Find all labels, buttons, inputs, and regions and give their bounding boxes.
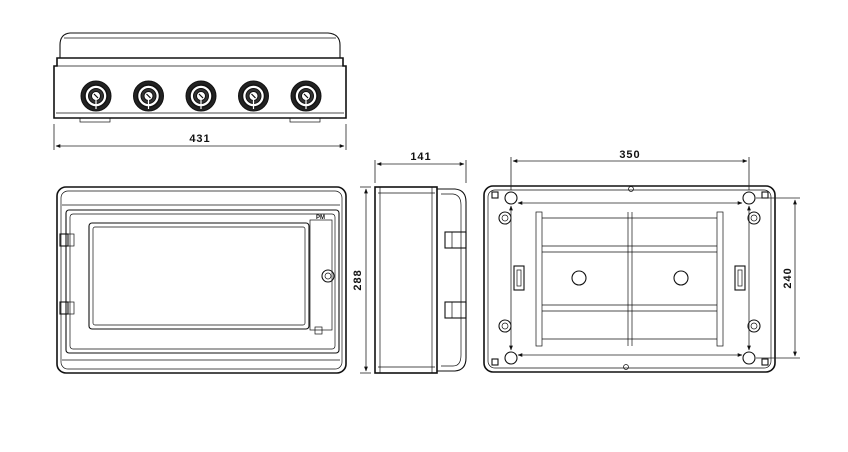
top-view-lid [59,32,341,59]
door-lock-icon [321,269,335,283]
front-door-handle-strip [309,219,333,331]
front-window [88,222,310,330]
corner-foot-icon [761,358,769,366]
width-dimension-label: 431 [189,133,210,145]
cable-glands [80,80,322,112]
side-hinge-icon [444,301,467,319]
side-hinge-icon [444,231,467,249]
front-door [65,209,340,354]
screw-boss-icon [750,214,758,222]
center-notch-icon [628,186,634,192]
corner-foot-icon [491,191,499,199]
side-view: 141 288 [352,151,467,374]
seal-square-icon [314,326,323,335]
knockout-hole-icon [571,270,587,286]
rail-post [716,211,724,347]
front-window-inset [92,226,306,326]
rail-post [535,211,543,347]
mounting-hole-icon [742,351,756,365]
screw-boss-icon [498,211,512,225]
top-view: 431 [53,32,347,150]
side-bracket-icon [513,265,525,291]
front-view-badge: PM [316,215,325,221]
hole-spacing-label: 350 [619,149,640,161]
side-bracket-icon [734,265,746,291]
side-bracket-icon [516,269,522,287]
screw-boss-icon [750,322,758,330]
side-view-door [437,188,467,372]
cable-gland-icon [80,80,112,112]
cable-gland-icon [133,80,164,112]
back-view: 350 240 [483,149,800,373]
top-view-foot [289,117,321,123]
height-dimension-label: 288 [352,269,364,290]
center-notch-icon [623,364,629,370]
screw-boss-icon [747,319,761,333]
side-view-body [374,186,438,374]
mounting-hole-icon [742,191,756,205]
cable-gland-icon [238,80,269,112]
top-view-foot [79,117,111,123]
hinge-icon [67,233,75,247]
screw-boss-icon [501,322,509,330]
front-door-inset [69,213,336,350]
screw-boss-icon [501,214,509,222]
screw-boss-icon [498,319,512,333]
mounting-hole-icon [504,191,518,205]
knockout-hole-icon [673,270,689,286]
screw-boss-icon [747,211,761,225]
back-view-inset [487,189,772,369]
cable-gland-icon [185,80,217,112]
side-view-door-inset [441,193,462,367]
corner-foot-icon [761,191,769,199]
door-lock-core-icon [324,272,332,280]
front-view-outer [56,186,347,374]
depth-dimension-label: 141 [410,151,431,163]
hole-height-label: 240 [782,267,794,288]
hinge-icon [67,301,75,315]
side-bracket-icon [737,269,743,287]
cable-gland-icon [290,80,322,112]
front-view: PM [56,186,347,374]
front-view-outer-inset [60,190,343,370]
back-view-outer [483,185,776,373]
corner-foot-icon [491,358,499,366]
mounting-hole-icon [504,351,518,365]
